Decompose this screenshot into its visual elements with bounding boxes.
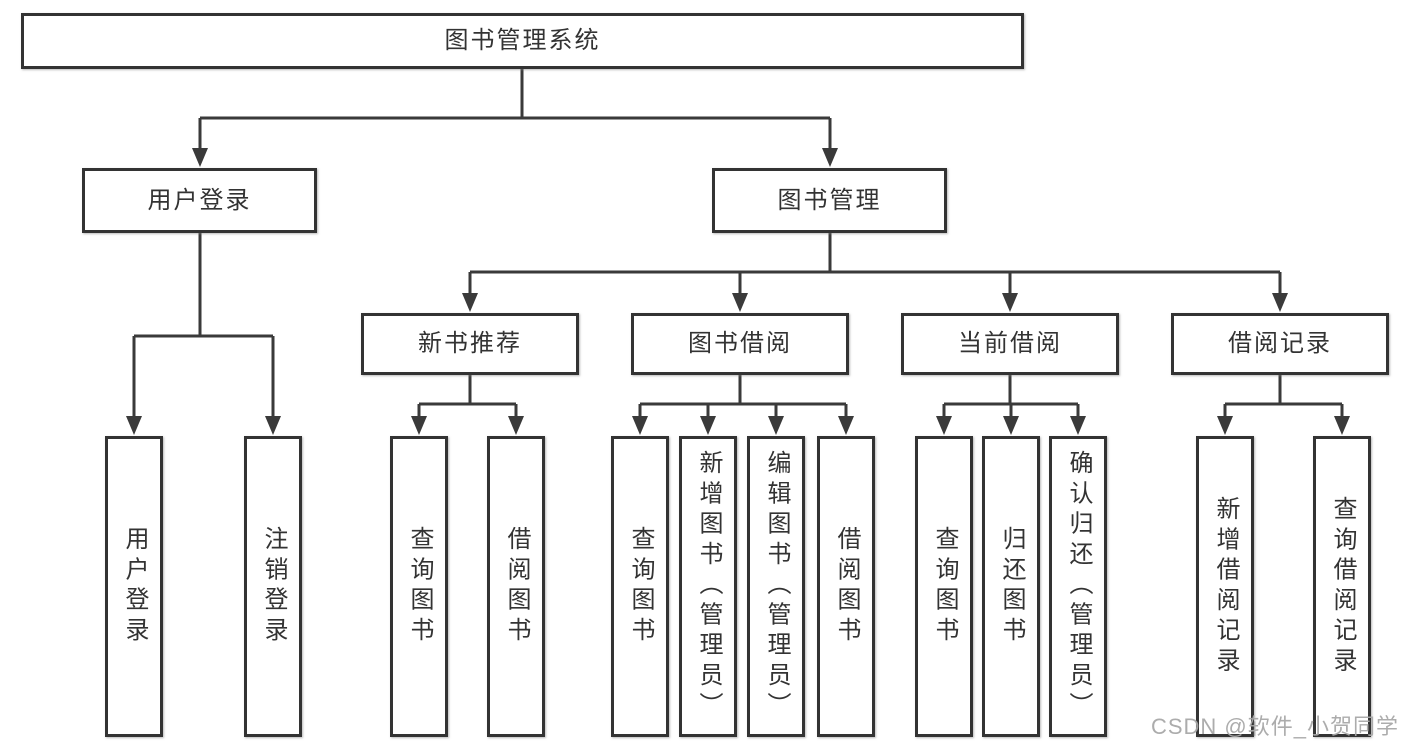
node-borrow-records-label: 借阅记录 — [1228, 330, 1332, 357]
node-library-system: 图书管理系统 — [21, 13, 1024, 69]
leaf-current-query-book-label: 查询图书 — [931, 526, 958, 647]
edge-root-to-level2 — [198, 69, 832, 150]
leaf-newbooks-borrow-book: 借阅图书 — [487, 436, 545, 737]
leaf-newbooks-query-book-label: 查询图书 — [406, 526, 433, 647]
node-current-borrow: 当前借阅 — [901, 313, 1119, 375]
leaf-borrow-query-book-label: 查询图书 — [627, 526, 654, 647]
edge-bookborrow-to-leaves — [638, 375, 848, 418]
csdn-watermark: CSDN @软件_小贺同学 — [1150, 714, 1399, 739]
leaf-user-login-label: 用户登录 — [121, 526, 148, 647]
leaf-borrow-query-book: 查询图书 — [611, 436, 669, 737]
node-book-management: 图书管理 — [712, 168, 947, 233]
node-new-book-recommend: 新书推荐 — [361, 313, 579, 375]
node-new-book-recommend-label: 新书推荐 — [418, 330, 522, 357]
arrowheads — [126, 148, 1350, 435]
node-book-borrow: 图书借阅 — [631, 313, 849, 375]
leaf-add-borrow-record-label: 新增借阅记录 — [1212, 495, 1239, 678]
node-user-login-label: 用户登录 — [147, 186, 252, 214]
leaf-query-borrow-record-label: 查询借阅记录 — [1329, 495, 1356, 678]
node-current-borrow-label: 当前借阅 — [958, 330, 1062, 357]
leaf-borrow-book-label: 借阅图书 — [833, 526, 860, 647]
leaf-edit-book-admin-label: 编辑图书（管理员） — [763, 450, 790, 723]
node-book-borrow-label: 图书借阅 — [688, 330, 792, 357]
leaf-query-borrow-record: 查询借阅记录 — [1313, 436, 1371, 737]
leaf-add-book-admin-label: 新增图书（管理员） — [695, 450, 722, 723]
leaf-newbooks-query-book: 查询图书 — [390, 436, 448, 737]
leaf-current-query-book: 查询图书 — [915, 436, 973, 737]
leaf-add-book-admin: 新增图书（管理员） — [679, 436, 737, 737]
node-library-system-label: 图书管理系统 — [444, 27, 601, 54]
leaf-edit-book-admin: 编辑图书（管理员） — [747, 436, 805, 737]
leaf-borrow-book: 借阅图书 — [817, 436, 875, 737]
leaf-add-borrow-record: 新增借阅记录 — [1196, 436, 1254, 737]
node-user-login: 用户登录 — [82, 168, 317, 233]
leaf-confirm-return-admin: 确认归还（管理员） — [1049, 436, 1107, 737]
leaf-logout-label: 注销登录 — [260, 526, 287, 647]
leaf-confirm-return-admin-label: 确认归还（管理员） — [1065, 450, 1092, 723]
leaf-user-login: 用户登录 — [105, 436, 163, 737]
leaf-return-book: 归还图书 — [982, 436, 1040, 737]
edge-newbooks-to-leaves — [417, 375, 518, 418]
edge-currentborrow-to-leaves — [942, 375, 1080, 418]
edge-bookmgmt-to-level3 — [468, 233, 1282, 295]
node-book-management-label: 图书管理 — [777, 186, 882, 214]
edge-userlogin-to-leaves — [132, 233, 275, 418]
node-borrow-records: 借阅记录 — [1171, 313, 1389, 375]
leaf-newbooks-borrow-book-label: 借阅图书 — [503, 526, 530, 647]
edge-borrowrecords-to-leaves — [1223, 375, 1344, 418]
leaf-return-book-label: 归还图书 — [998, 526, 1025, 647]
leaf-logout: 注销登录 — [244, 436, 302, 737]
